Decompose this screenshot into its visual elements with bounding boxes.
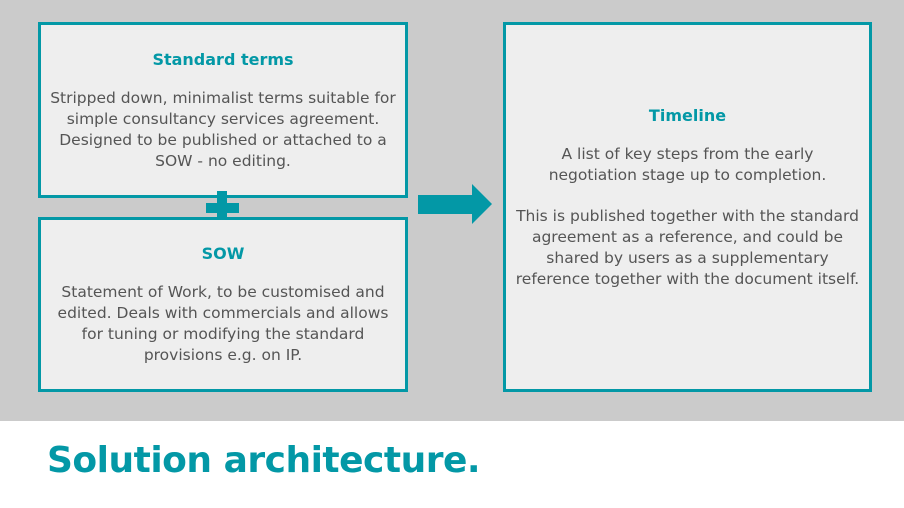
timeline-body-1: A list of key steps from the early negot…: [548, 145, 827, 184]
sow-body: Statement of Work, to be customised and …: [57, 283, 389, 364]
standard-terms-body: Stripped down, minimalist terms suitable…: [50, 88, 396, 170]
standard-terms-box: Standard terms Stripped down, minimalist…: [38, 22, 408, 198]
plus-icon: [206, 203, 239, 213]
sow-title: SOW: [201, 244, 245, 263]
standard-terms-title: Standard terms: [152, 49, 294, 69]
timeline-body-2: This is published together with the stan…: [515, 207, 860, 288]
timeline-title: Timeline: [648, 106, 727, 125]
timeline-box: Timeline A list of key steps from the ea…: [503, 22, 872, 392]
arrow-right-icon: [418, 184, 492, 224]
sow-box: SOW Statement of Work, to be customised …: [38, 217, 408, 392]
slide-title: Solution architecture.: [47, 440, 481, 481]
